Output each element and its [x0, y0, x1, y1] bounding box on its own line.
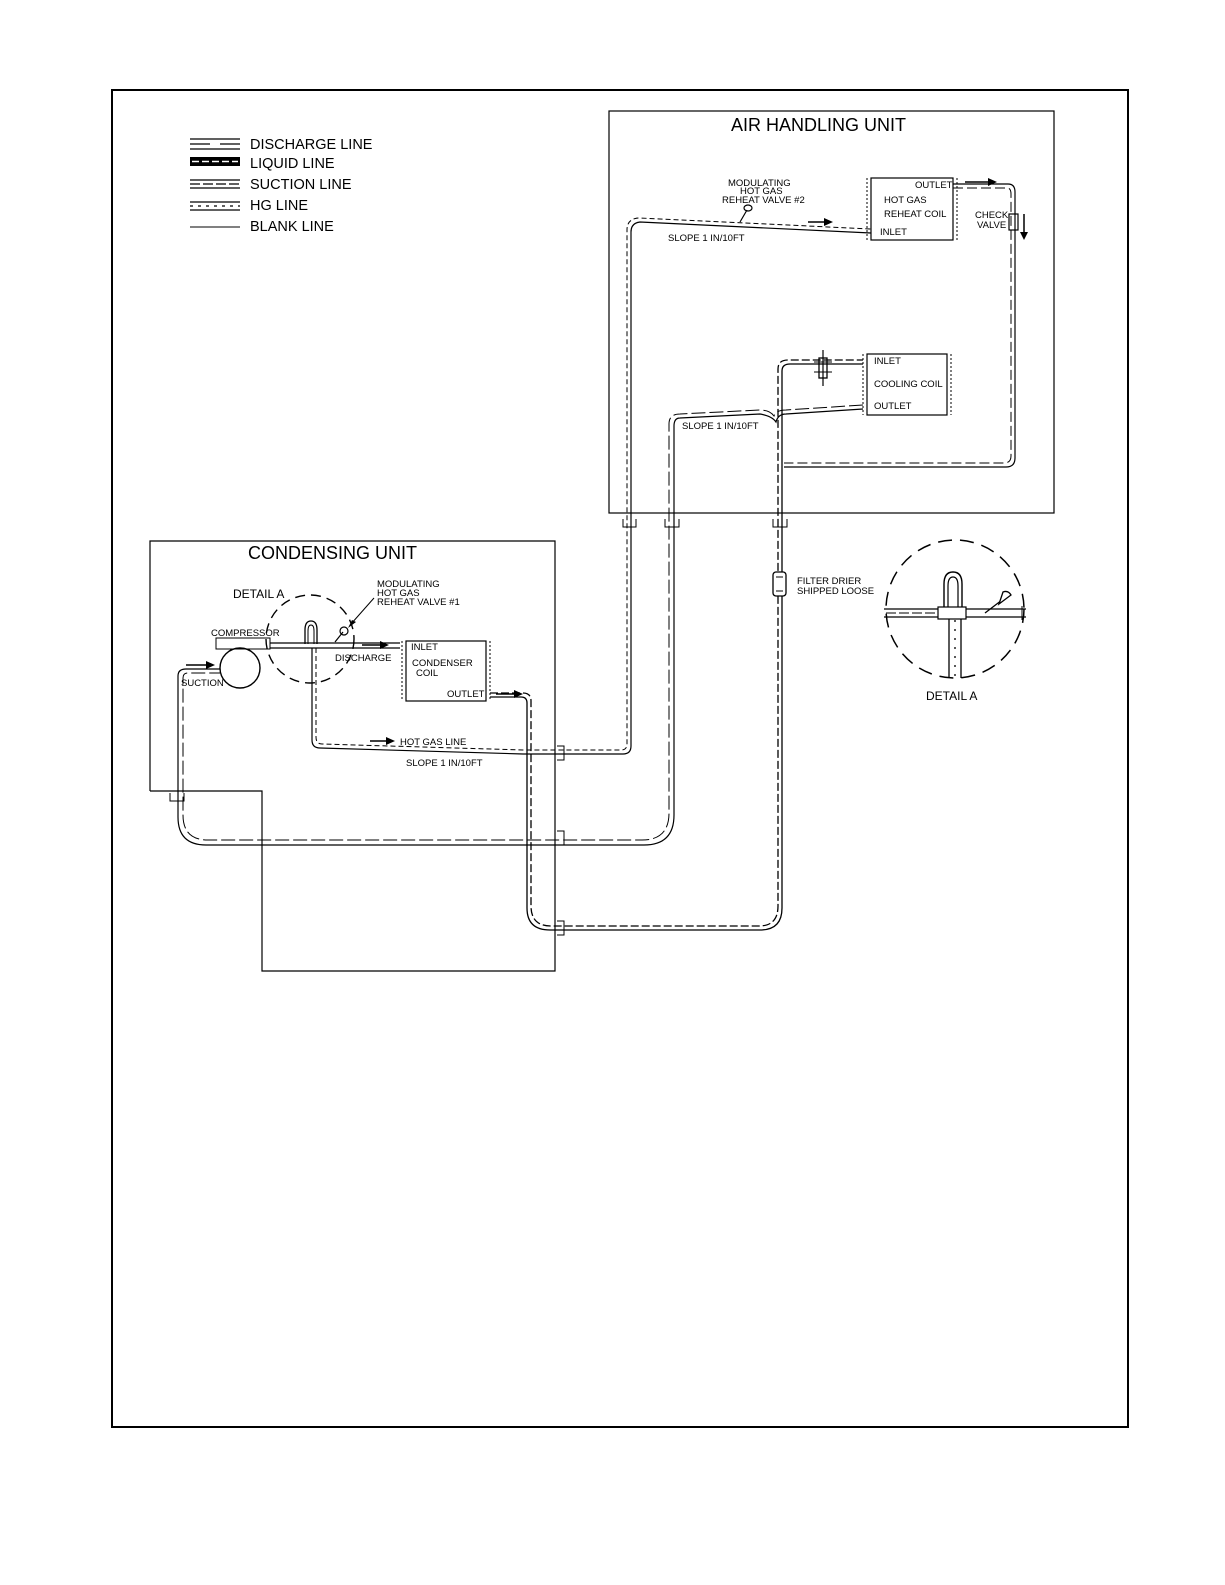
check-valve-label-1: CHECK [975, 210, 1009, 221]
reheat-coil-outlet: OUTLET [915, 180, 953, 191]
reheat-coil-line1: HOT GAS [884, 195, 927, 206]
detail-a-circle-small [265, 594, 355, 684]
cu-valve-label-3: REHEAT VALVE #1 [377, 597, 460, 608]
filter-drier-label-2: SHIPPED LOOSE [797, 586, 874, 597]
piping: FILTER DRIER SHIPPED LOOSE [169, 178, 1016, 936]
ahu-valve-label-2: HOT GAS [740, 186, 783, 197]
page-border [111, 89, 1129, 1428]
condenser-outlet: OUTLET [447, 689, 485, 700]
legend-suction-symbol [190, 179, 240, 189]
reheat-valve-1 [334, 626, 349, 643]
ahu-valve-label-3: REHEAT VALVE #2 [722, 195, 805, 206]
cooling-coil-name: COOLING COIL [874, 379, 943, 390]
suction-label: SUCTION [181, 678, 224, 689]
detail-a-callout: DETAIL A [233, 587, 284, 601]
legend-hg-symbol [190, 201, 240, 211]
ahu-border [608, 110, 1055, 514]
cu-valve-label-2: HOT GAS [377, 588, 420, 599]
cu-valve-label-1: MODULATING [377, 579, 440, 590]
condenser-line1: CONDENSER [412, 658, 473, 669]
condenser-line2: COIL [416, 668, 438, 679]
expansion-valve [814, 350, 832, 386]
cu-valve-leader [350, 597, 375, 625]
filter-drier-label-1: FILTER DRIER [797, 576, 861, 587]
reheat-return-line [784, 183, 1016, 468]
legend-discharge-label: DISCHARGE LINE [250, 137, 373, 153]
suction-line [177, 408, 864, 846]
detail-a-label: DETAIL A [926, 689, 977, 703]
ahu-valve-label-1: MODULATING [728, 178, 791, 189]
compressor-label: COMPRESSOR [211, 628, 280, 639]
reheat-valve-2 [739, 204, 753, 223]
ahu-slope-top: SLOPE 1 IN/10FT [668, 233, 745, 244]
check-valve [1008, 213, 1028, 240]
liquid-line-inner [490, 359, 863, 927]
condensing-unit-border [149, 540, 556, 972]
cooling-coil: INLET COOLING COIL OUTLET [862, 353, 952, 416]
legend-hg-label: HG LINE [250, 198, 308, 214]
condenser-inlet: INLET [411, 642, 438, 653]
ahu-title: AIR HANDLING UNIT [731, 115, 906, 135]
legend: DISCHARGE LINE LIQUID LINE SUCTION LINE … [190, 137, 373, 235]
legend-discharge-symbol [190, 138, 240, 150]
condenser-coil: INLET CONDENSER COIL OUTLET [401, 640, 491, 702]
condensing-unit: CONDENSING UNIT DETAIL A MODULATING HOT … [149, 540, 556, 972]
legend-suction-label: SUCTION LINE [250, 177, 352, 193]
reheat-coil-line2: REHEAT COIL [884, 209, 946, 220]
hot-gas-line-inner [315, 217, 872, 751]
cooling-coil-outlet: OUTLET [874, 401, 912, 412]
wall-penetrations [169, 519, 788, 936]
ahu-slope-bottom: SLOPE 1 IN/10FT [682, 421, 759, 432]
cu-slope-label: SLOPE 1 IN/10FT [406, 758, 483, 769]
legend-blank-label: BLANK LINE [250, 219, 334, 235]
filter-drier [772, 571, 787, 597]
hot-gas-reheat-coil: OUTLET HOT GAS REHEAT COIL INLET [866, 177, 958, 241]
discharge-tee [270, 620, 400, 649]
condensing-unit-title: CONDENSING UNIT [248, 543, 417, 563]
reheat-coil-inlet: INLET [880, 227, 907, 238]
check-valve-label-2: VALVE [977, 220, 1006, 231]
hot-gas-line-label: HOT GAS LINE [400, 737, 466, 748]
flow-arrows [186, 178, 997, 745]
liquid-line [490, 363, 863, 931]
cooling-coil-inlet: INLET [874, 356, 901, 367]
hot-gas-line [311, 221, 872, 755]
legend-liquid-symbol [190, 157, 240, 166]
discharge-label: DISCHARGE [335, 653, 391, 664]
suction-line-inner [182, 404, 864, 841]
legend-liquid-label: LIQUID LINE [250, 156, 335, 172]
detail-a-enlarged [884, 539, 1026, 679]
air-handling-unit: AIR HANDLING UNIT OUTLET HOT GAS REHEAT … [608, 110, 1055, 514]
